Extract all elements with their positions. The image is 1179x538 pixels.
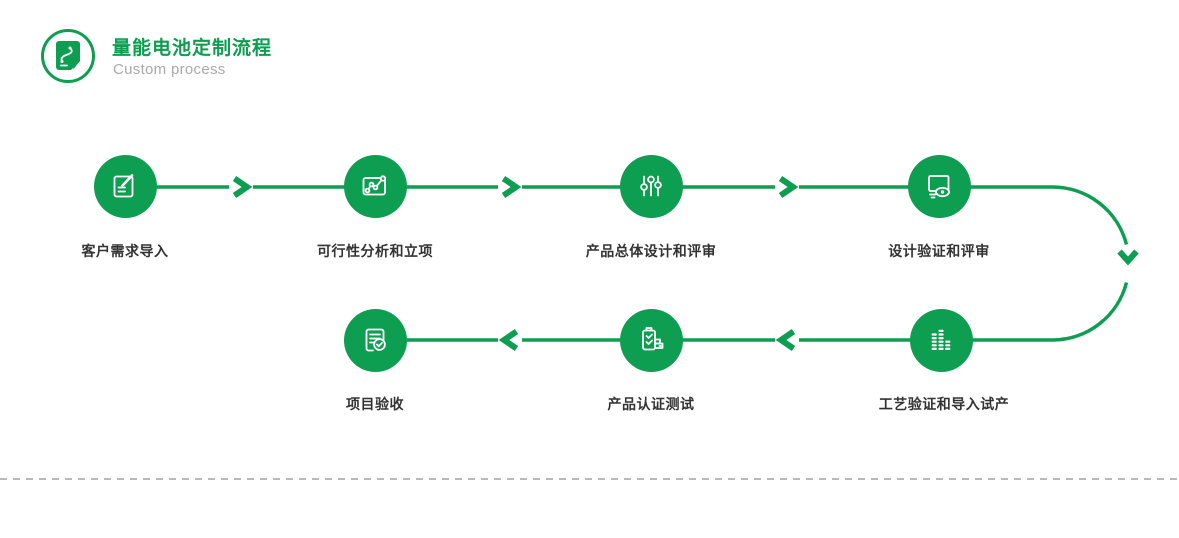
page-title: 量能电池定制流程 [112,38,273,59]
step-circle-overall-design [619,154,683,218]
approved-report-icon [365,328,386,352]
step-circle-feasibility [343,154,407,218]
equalizer-bars-icon [931,329,951,350]
arrow-left-icon [775,329,796,351]
step-label: 可行性分析和立项 [317,243,433,259]
process-document-badge-icon [41,29,95,83]
arrow-right-icon [232,176,253,198]
edit-document-icon [113,174,134,198]
step-circle-certification-test [619,308,683,372]
step-label: 设计验证和评审 [888,243,990,259]
step-circle-design-verification [907,154,971,218]
step-label: 产品总体设计和评审 [585,243,717,259]
analysis-chart-icon [362,175,387,196]
step-label: 项目验收 [346,396,404,412]
page-subtitle: Custom process [113,61,226,78]
monitor-eye-icon [928,175,950,199]
arrow-left-icon [498,329,519,351]
step-label: 工艺验证和导入试产 [878,396,1010,412]
arrow-down-icon [1117,249,1139,266]
step-label: 客户需求导入 [81,243,169,259]
step-circle-customer-demand [93,154,157,218]
certification-checklist-icon [642,327,664,351]
sliders-icon [640,175,662,197]
step-circle-process-verification [909,308,973,372]
step-label: 产品认证测试 [607,396,695,412]
arrow-right-icon [501,176,522,198]
arrow-right-icon [778,176,799,198]
step-circle-project-acceptance [343,308,407,372]
dashed-divider [0,478,1179,480]
